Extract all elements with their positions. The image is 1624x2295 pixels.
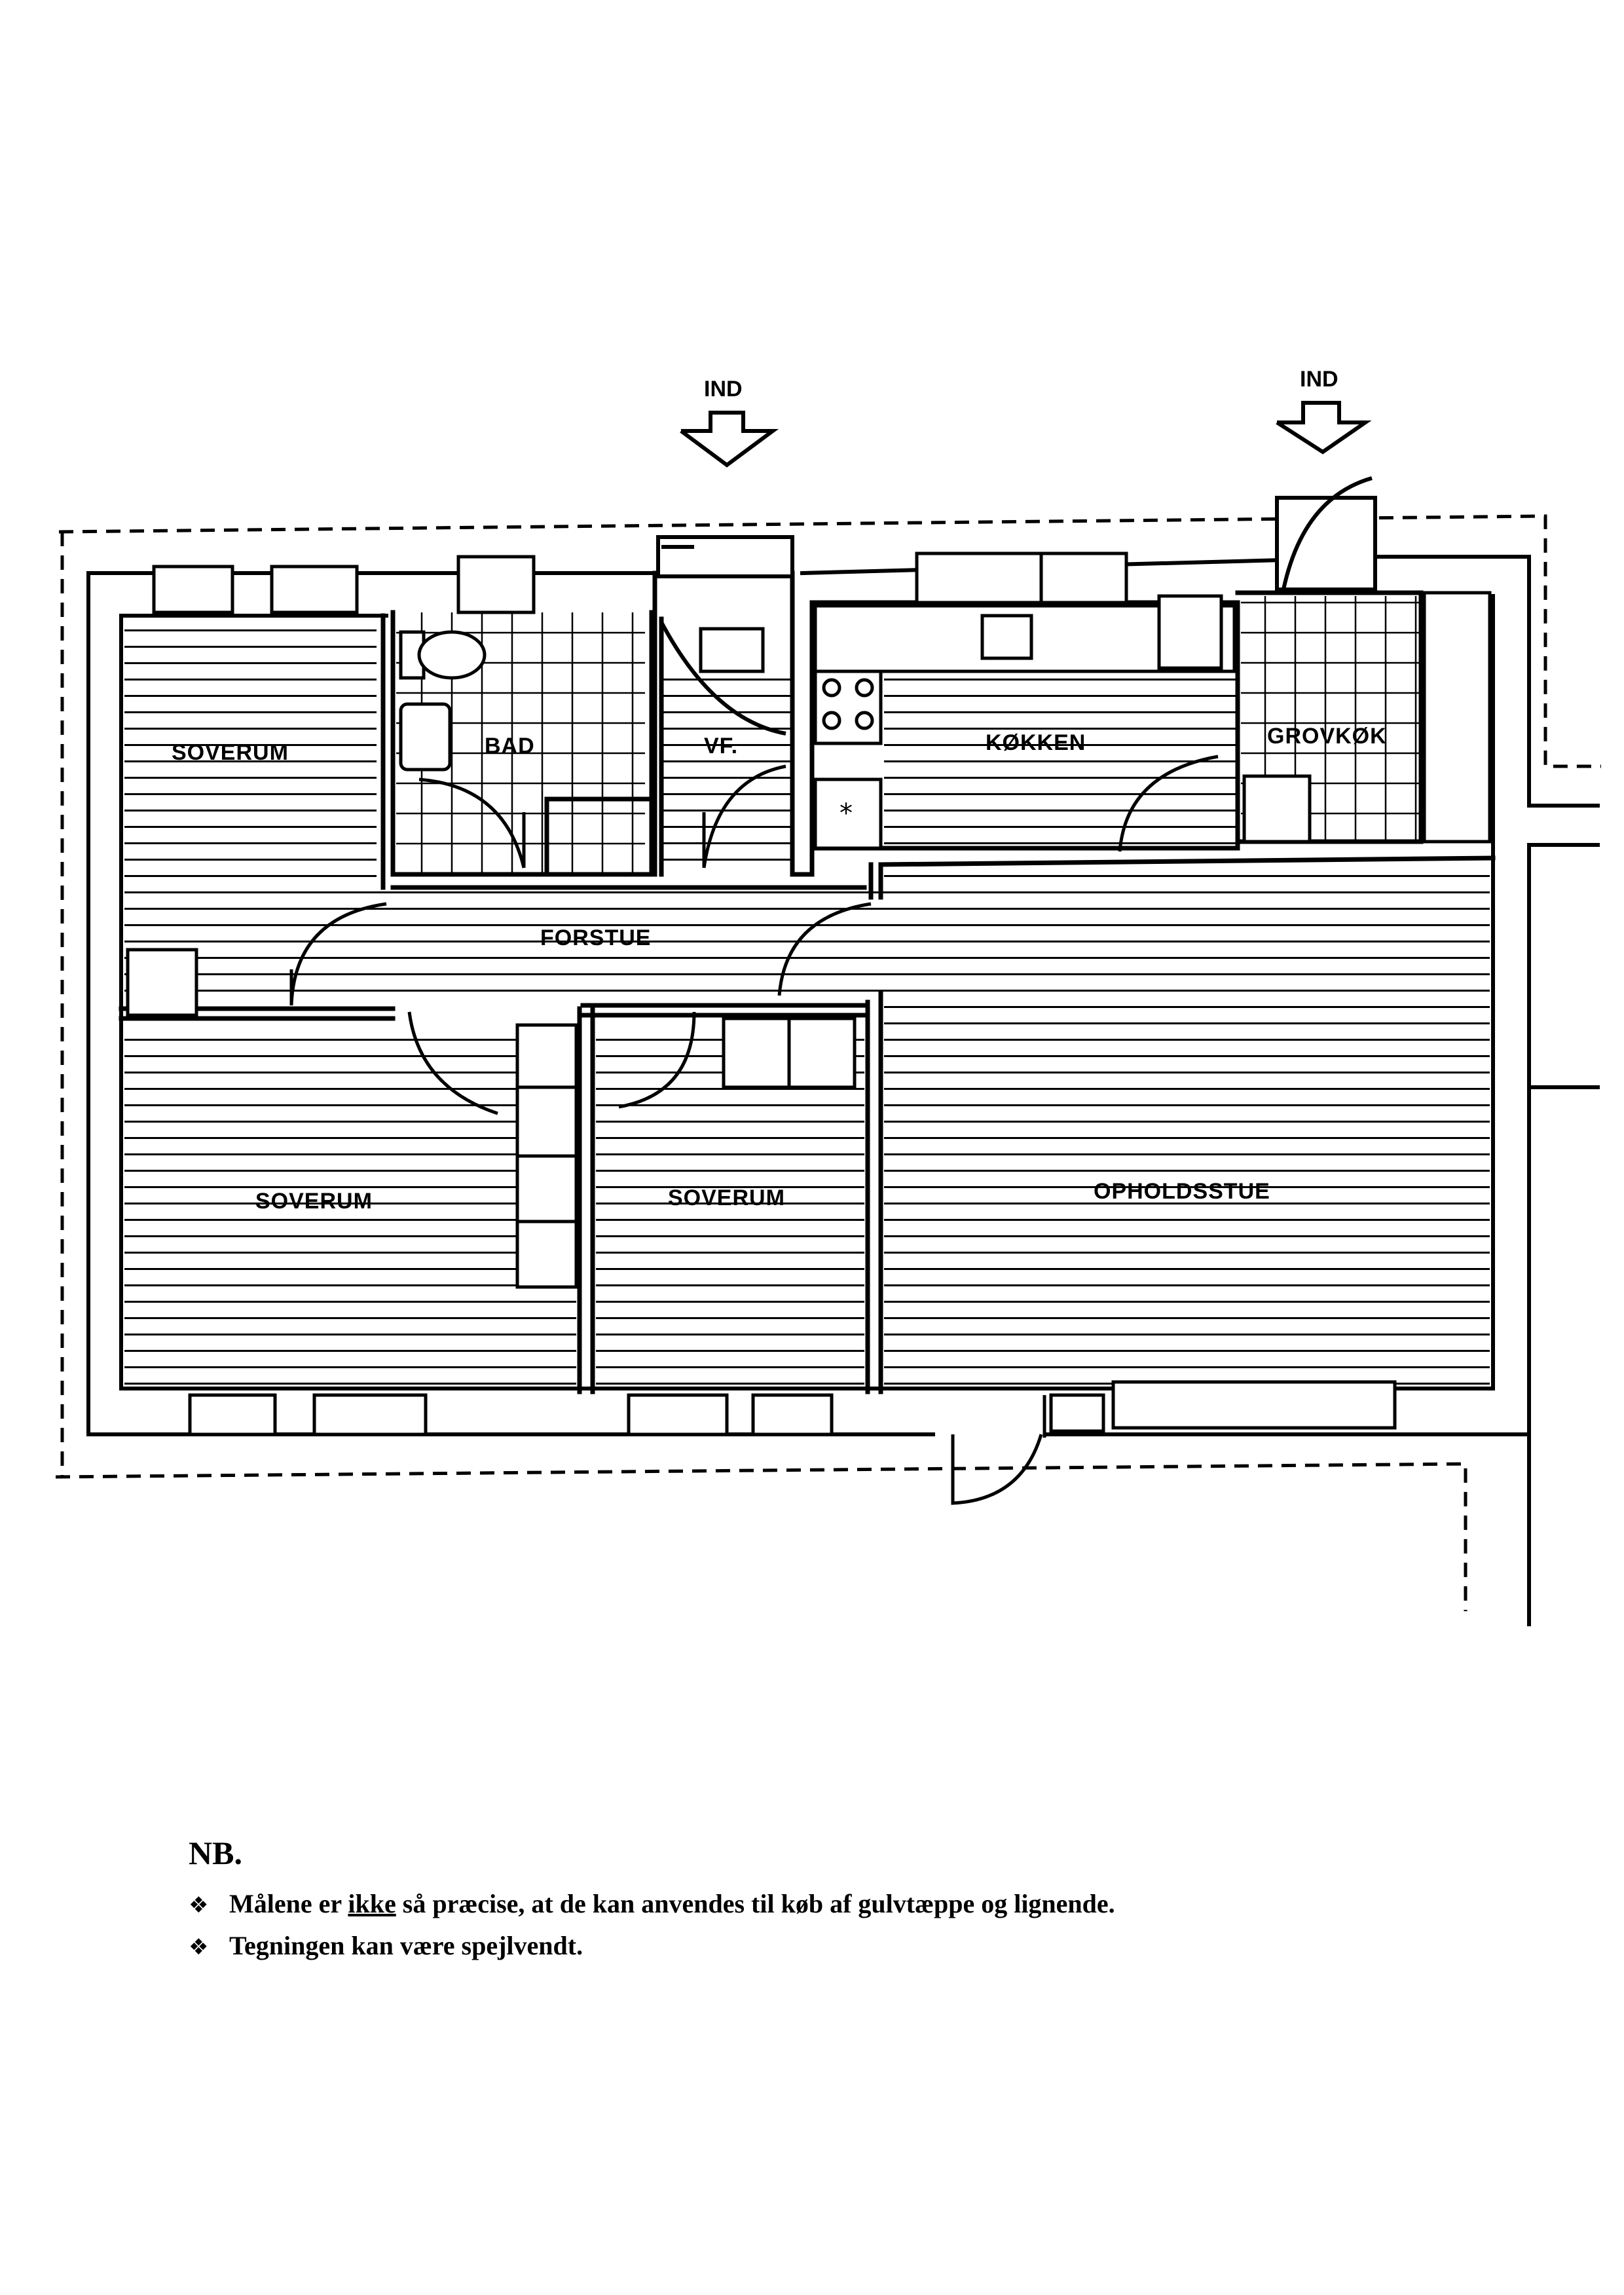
entrance-arrow-1 [680,411,779,468]
kitchen-sink [980,614,1033,660]
room-label-wc: VF. [704,734,738,758]
living-floor [884,868,1490,1389]
fridge [1157,594,1223,670]
windows [152,551,1397,1436]
scullery-entrance-door [1275,476,1377,591]
kitchen-floor [884,662,1238,848]
bath-door-arc [418,777,526,868]
bedroom-sw-floor [124,1025,576,1389]
room-label-bath: BAD [485,734,535,758]
kitchen-door-arc [1118,755,1219,852]
entrance-label-1: IND [704,377,743,401]
room-label-hall: FORSTUE [540,925,651,950]
room-label-bedroom-nw: SOVERUM [172,740,289,765]
bullet-icon: ❖ [189,1934,209,1960]
room-label-kitchen: KØKKEN [986,730,1086,755]
bathtub [399,702,452,772]
bullet-icon: ❖ [189,1892,209,1918]
room-label-bedroom-mid: SOVERUM [668,1185,785,1210]
note-text: Målene er ikke så præcise, at de kan anv… [229,1889,1115,1918]
front-door-vf [656,535,794,736]
living-door-arc [777,902,872,996]
note-item: ❖ Tegningen kan være spejlvendt. [189,1926,1115,1968]
fixtures: * [399,591,1492,850]
bedroom-nw-floor [124,619,377,878]
toilet-bowl [417,630,487,680]
door-swings [289,755,1219,1505]
note-item: ❖ Målene er ikke så præcise, at de kan a… [189,1884,1115,1926]
svg-text:*: * [840,798,853,829]
notes-heading: NB. [189,1835,242,1871]
hall-door-arc [289,902,387,1006]
note-text: Tegningen kan være spejlvendt. [229,1931,583,1960]
room-label-living: OPHOLDSSTUE [1094,1179,1270,1204]
notes: NB. ❖ Målene er ikke så præcise, at de k… [189,1834,1115,1968]
scullery-counter [1422,591,1492,844]
oven [813,777,883,850]
wc-sink [699,627,765,673]
wc-door-arc [702,764,786,868]
room-label-scullery: GROVKØK [1267,724,1387,749]
bedroom-mid-door-arc [618,1011,696,1109]
terrace-door-arc [951,1434,1043,1505]
property-boundary [55,514,1601,1611]
room-label-bedroom-sw: SOVERUM [255,1189,373,1214]
bedroom-sw-door-arc [407,1011,498,1115]
entrance-arrow-2 [1276,401,1372,455]
wardrobes [126,948,857,1289]
entrance-label-2: IND [1300,367,1338,392]
washing-machine [1242,774,1312,844]
